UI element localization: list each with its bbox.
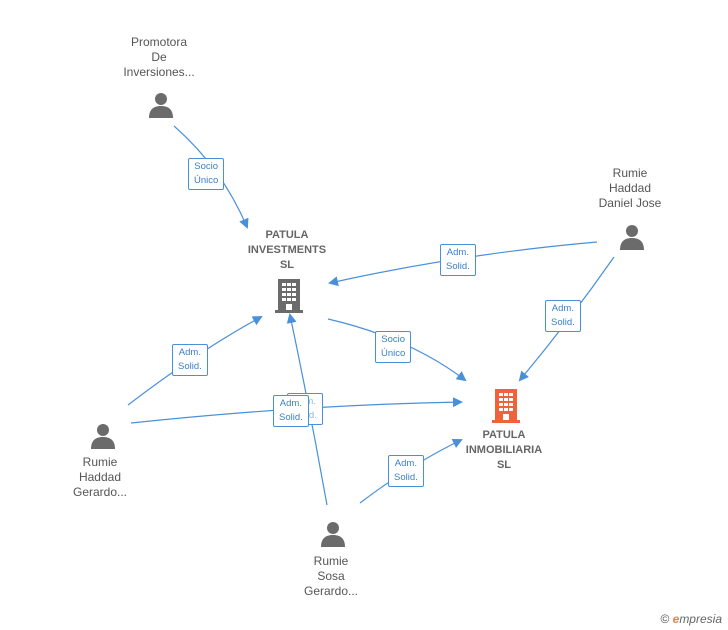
edge-label-adm-solid: Adm. Solid. [545,300,581,332]
building-icon[interactable] [274,278,304,313]
brand-logo-text: mpresia [679,612,722,626]
edge-label-adm-solid: Adm. Solid. [388,455,424,487]
edge-label-adm-solid: Adm. Solid. [273,395,309,427]
person-icon[interactable] [89,421,117,449]
node-label-rumie-daniel[interactable]: Rumie Haddad Daniel Jose [598,166,662,210]
node-label-rumie-gerardo[interactable]: Rumie Haddad Gerardo... [72,455,128,499]
person-icon[interactable] [319,519,347,547]
person-icon[interactable] [147,90,175,118]
node-label-promotora[interactable]: Promotora De Inversiones... [123,35,195,79]
node-label-patula-inmobiliaria[interactable]: PATULA INMOBILIARIA SL [465,429,543,471]
brand-logo-initial: e [672,612,680,626]
edge-label-adm-solid: Adm. Solid. [172,344,208,376]
edge-label-adm-solid: Adm. Solid. [440,244,476,276]
edge-label-socio-unico: Socio Único [188,158,225,190]
edge-label-socio-unico: Socio Único [375,331,412,363]
node-label-patula-investments[interactable]: PATULA INVESTMENTS SL [247,229,327,271]
person-icon[interactable] [618,222,646,250]
building-icon[interactable] [491,388,521,423]
brand-footer: © empresia [660,612,722,626]
copyright-icon: © [660,612,670,626]
node-label-rumie-sosa[interactable]: Rumie Sosa Gerardo... [303,554,359,598]
